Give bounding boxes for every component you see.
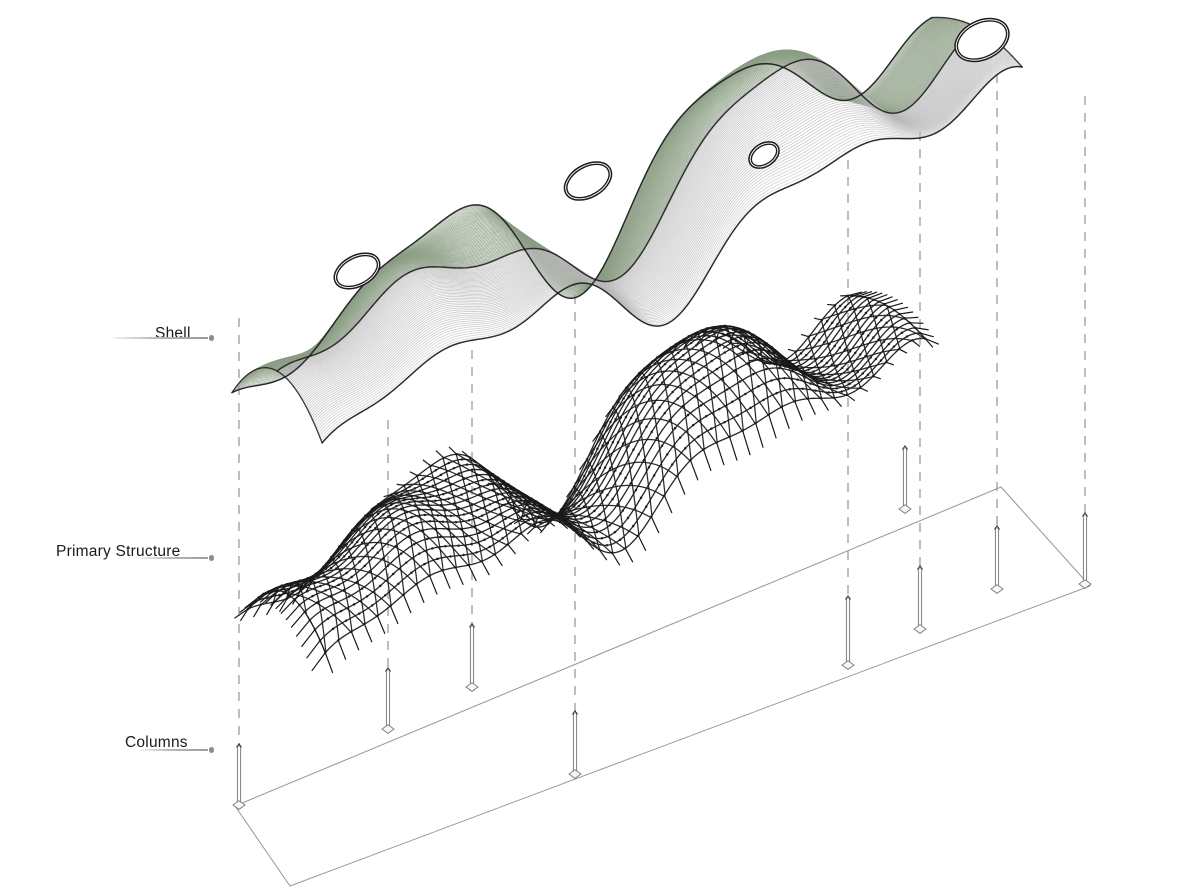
- column: [465, 623, 479, 692]
- column-capital: [994, 525, 1000, 530]
- column: [898, 445, 912, 514]
- gridshell-edge-stubs: [234, 291, 940, 674]
- column-shaft: [572, 712, 578, 776]
- leader-primary-structure: [140, 553, 214, 563]
- column-shaft: [385, 669, 391, 731]
- column: [990, 525, 1004, 594]
- column-capital: [845, 595, 851, 600]
- layer-label-primary-structure-text: Primary Structure: [56, 543, 181, 560]
- column-capital: [1082, 512, 1088, 517]
- column-capital: [572, 710, 578, 715]
- shell-opening-inner: [956, 20, 1008, 60]
- shell-opening-inner: [335, 254, 379, 288]
- column: [841, 595, 855, 670]
- column-shaft: [1082, 514, 1088, 586]
- column-base-plate: [1078, 579, 1092, 589]
- column-capital: [917, 565, 923, 570]
- primary-structure-group: [234, 291, 940, 674]
- column-capital: [236, 743, 242, 748]
- column-shaft: [917, 567, 923, 631]
- leader-columns: [141, 745, 214, 755]
- shell-contour-field: [231, 17, 1023, 444]
- column-base-plate: [568, 769, 582, 779]
- column: [232, 743, 246, 810]
- column: [1078, 512, 1092, 589]
- column-base-plate: [841, 660, 855, 670]
- column-base-plate: [990, 584, 1004, 594]
- column-shaft: [845, 597, 851, 667]
- leader-line-shell: [113, 337, 208, 339]
- ground-plane-group: [234, 486, 1091, 887]
- column-shaft: [469, 625, 475, 689]
- column-base-plate: [381, 724, 395, 734]
- column-base-plate: [465, 682, 479, 692]
- leader-dot-columns: [208, 747, 214, 753]
- layer-label-columns[interactable]: Columns: [125, 735, 188, 751]
- column-capital: [385, 667, 391, 672]
- column-shaft: [902, 447, 908, 511]
- column-base-plate: [913, 624, 927, 634]
- column: [913, 565, 927, 634]
- column-capital: [902, 445, 908, 450]
- ground-plane: [234, 486, 1091, 887]
- leader-dot-shell: [208, 335, 214, 341]
- shell-opening-inner: [750, 143, 778, 167]
- column-shaft: [994, 527, 1000, 591]
- leader-shell: [113, 333, 214, 343]
- layer-label-primary-structure[interactable]: Primary Structure: [56, 544, 181, 560]
- shell-openings: [333, 17, 1010, 290]
- columns-group: [232, 445, 1092, 810]
- column-base-plate: [898, 504, 912, 514]
- column: [381, 667, 395, 734]
- column-shaft: [236, 745, 242, 807]
- column-base-plate: [232, 800, 246, 810]
- column-capital: [469, 623, 475, 628]
- layer-label-columns-text: Columns: [125, 734, 188, 751]
- shell-opening-inner: [566, 163, 610, 199]
- column: [568, 710, 582, 779]
- leader-line-columns: [141, 749, 208, 751]
- leader-dot-primary-structure: [208, 555, 214, 561]
- leader-line-primary-structure: [140, 557, 208, 559]
- shell-group: [231, 16, 1023, 444]
